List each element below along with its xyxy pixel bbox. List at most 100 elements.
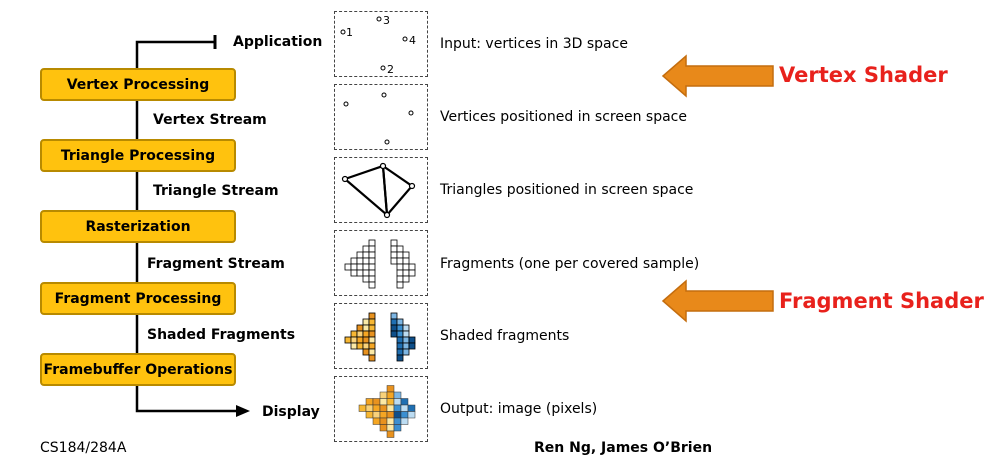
stage-label: Framebuffer Operations bbox=[44, 362, 233, 378]
output-pixel bbox=[387, 386, 394, 393]
fragment-cell bbox=[357, 258, 363, 264]
output-pixel bbox=[394, 425, 401, 432]
author-credit: Ren Ng, James O’Brien bbox=[534, 440, 712, 456]
stage-rasterization: Rasterization bbox=[40, 210, 236, 243]
fragment-cell bbox=[403, 270, 409, 276]
fragment-cell bbox=[391, 252, 397, 258]
shaded-fragment-cell bbox=[403, 337, 409, 343]
desc-triangles: Triangles positioned in screen space bbox=[440, 182, 693, 198]
shaded-fragment-cell bbox=[403, 343, 409, 349]
shaded-fragment-cell bbox=[363, 325, 369, 331]
vertex-shader-label: Vertex Shader bbox=[779, 63, 948, 87]
stage-label: Vertex Processing bbox=[67, 77, 210, 93]
output-pixel bbox=[394, 392, 401, 399]
output-pixel bbox=[380, 425, 387, 432]
application-label: Application bbox=[233, 34, 322, 50]
shaded-fragment-cell bbox=[369, 343, 375, 349]
shaded-fragment-cell bbox=[403, 349, 409, 355]
vertex-number: 4 bbox=[409, 34, 416, 47]
shaded-fragment-cell bbox=[369, 349, 375, 355]
desc-fragments: Fragments (one per covered sample) bbox=[440, 256, 699, 272]
output-pixel bbox=[373, 405, 380, 412]
fragment-cell bbox=[391, 258, 397, 264]
shaded-fragment-cell bbox=[363, 349, 369, 355]
fragment-cell bbox=[409, 270, 415, 276]
output-pixel bbox=[359, 405, 366, 412]
fragment-cell bbox=[363, 276, 369, 282]
output-pixel bbox=[387, 418, 394, 425]
fragment-cell bbox=[369, 252, 375, 258]
fragment-cell bbox=[357, 264, 363, 270]
stream-label-triangle: Triangle Stream bbox=[153, 183, 279, 199]
stage-framebuffer-operations: Framebuffer Operations bbox=[40, 353, 236, 386]
shaded-fragment-cell bbox=[391, 319, 397, 325]
fragment-cell bbox=[397, 258, 403, 264]
fragment-cell bbox=[397, 282, 403, 288]
shaded-fragment-cell bbox=[357, 343, 363, 349]
stream-label-vertex: Vertex Stream bbox=[153, 112, 267, 128]
shaded-fragment-cell bbox=[397, 337, 403, 343]
fragment-cell bbox=[403, 276, 409, 282]
shaded-fragment-cell bbox=[351, 337, 357, 343]
output-pixel bbox=[408, 412, 415, 419]
shaded-fragment-cell bbox=[363, 331, 369, 337]
fragment-cell bbox=[403, 258, 409, 264]
output-pixel bbox=[401, 412, 408, 419]
fragment-cell bbox=[351, 264, 357, 270]
shaded-fragment-cell bbox=[369, 313, 375, 319]
shaded-fragment-cell bbox=[363, 337, 369, 343]
fragment-cell bbox=[369, 276, 375, 282]
shaded-fragment-cell bbox=[351, 331, 357, 337]
output-pixel bbox=[401, 418, 408, 425]
output-pixel bbox=[401, 405, 408, 412]
output-pixel bbox=[380, 412, 387, 419]
desc-shaded-fragments: Shaded fragments bbox=[440, 328, 569, 344]
shaded-fragment-cell bbox=[391, 331, 397, 337]
course-code: CS184/284A bbox=[40, 440, 126, 456]
vertex-number: 1 bbox=[346, 26, 353, 39]
shaded-fragment-cell bbox=[397, 355, 403, 361]
fragment-cell bbox=[403, 264, 409, 270]
shaded-fragment-cell bbox=[369, 325, 375, 331]
panel-input-vertices: 1 3 4 2 bbox=[334, 11, 428, 77]
desc-screen-vertices: Vertices positioned in screen space bbox=[440, 109, 687, 125]
output-pixel bbox=[394, 405, 401, 412]
shaded-fragment-cell bbox=[397, 319, 403, 325]
stage-vertex-processing: Vertex Processing bbox=[40, 68, 236, 101]
fragment-cell bbox=[357, 270, 363, 276]
shaded-fragment-cell bbox=[369, 355, 375, 361]
stream-label-shaded: Shaded Fragments bbox=[147, 327, 295, 343]
shaded-fragment-cell bbox=[403, 325, 409, 331]
output-pixel bbox=[394, 418, 401, 425]
fragment-cell bbox=[403, 252, 409, 258]
output-pixel bbox=[387, 412, 394, 419]
output-pixel bbox=[366, 412, 373, 419]
panel-fragments bbox=[334, 230, 428, 296]
display-connector bbox=[137, 386, 238, 411]
fragment-shader-label: Fragment Shader bbox=[779, 289, 984, 313]
shaded-fragment-cell bbox=[363, 343, 369, 349]
shaded-fragment-cell bbox=[397, 325, 403, 331]
stage-label: Fragment Processing bbox=[55, 291, 222, 307]
output-pixel bbox=[380, 392, 387, 399]
fragment-cell bbox=[345, 264, 351, 270]
output-pixel bbox=[394, 412, 401, 419]
fragment-cell bbox=[369, 282, 375, 288]
shaded-fragment-cell bbox=[397, 349, 403, 355]
output-pixel bbox=[373, 418, 380, 425]
shaded-fragment-cell bbox=[397, 343, 403, 349]
shaded-fragment-cell bbox=[369, 337, 375, 343]
fragment-cell bbox=[391, 240, 397, 246]
shaded-fragment-cell bbox=[357, 337, 363, 343]
fragment-cell bbox=[363, 252, 369, 258]
display-arrowhead bbox=[236, 405, 250, 417]
output-pixel bbox=[401, 399, 408, 406]
output-pixel bbox=[366, 399, 373, 406]
panel-output-image bbox=[334, 376, 428, 442]
shaded-fragment-cell bbox=[391, 325, 397, 331]
application-connector bbox=[137, 42, 214, 68]
desc-input-vertices: Input: vertices in 3D space bbox=[440, 36, 628, 52]
fragment-cell bbox=[369, 246, 375, 252]
stage-label: Rasterization bbox=[85, 219, 190, 235]
fragment-cell bbox=[397, 270, 403, 276]
